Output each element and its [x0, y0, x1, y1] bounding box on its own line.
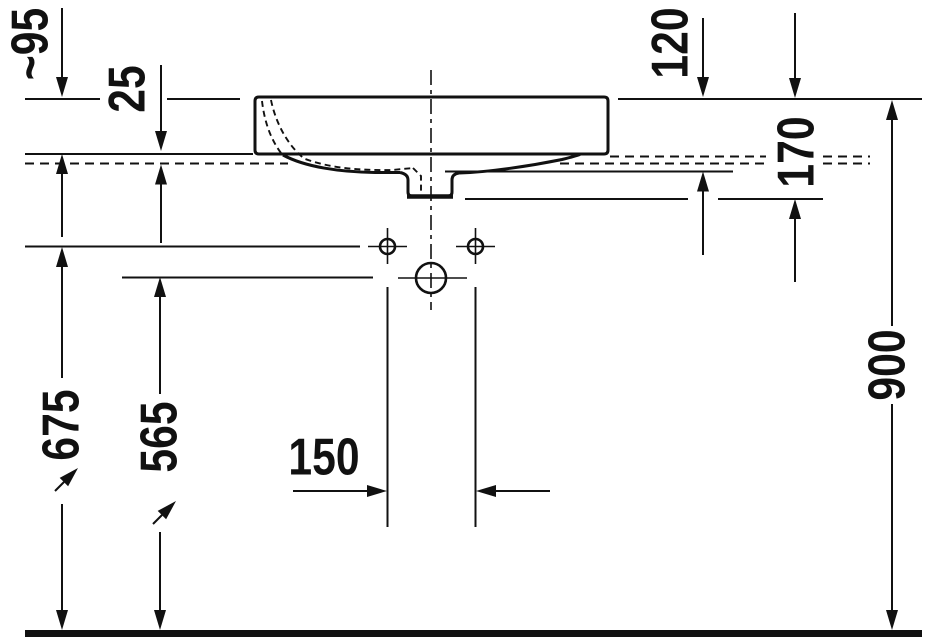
dim-label-95: ~95 — [2, 8, 60, 80]
dim-900-arrow-down — [886, 610, 898, 630]
dim-120-arrow-up — [697, 171, 709, 192]
dim-150-arrow-right — [367, 485, 387, 497]
reference-lines — [25, 70, 922, 310]
dim-label-120: 120 — [642, 7, 700, 78]
dim-675-arrow-up — [56, 247, 68, 267]
dim-565-diagonal-arrow — [157, 501, 176, 520]
dim-label-170: 170 — [768, 116, 826, 187]
dim-675-diagonal-line — [54, 481, 65, 492]
hidden-inner-bowl-curve — [270, 99, 414, 172]
dim-120-arrow-down — [697, 77, 709, 97]
dim-95-arrow-up — [56, 154, 68, 174]
fitting-holes — [368, 228, 495, 527]
hole-crosshairs — [368, 228, 495, 279]
hidden-edges — [261, 99, 422, 194]
dimension-lines — [54, 8, 898, 630]
hidden-inner-rim-curve-a — [261, 100, 282, 154]
dim-675-diagonal-arrow — [59, 468, 78, 487]
dim-565-arrow-down — [154, 610, 166, 630]
dim-170-arrow-down — [789, 78, 801, 98]
drain-boss-outline — [399, 171, 460, 198]
supply-hole-right-crosshair — [456, 228, 495, 264]
basin-bowl-curve-right — [458, 153, 581, 175]
dim-150-arrow-left — [476, 485, 496, 497]
dim-label-900: 900 — [859, 329, 917, 400]
dim-900-arrow-up — [886, 100, 898, 120]
dim-170-arrow-up — [789, 199, 801, 219]
dim-565-arrow-up — [154, 277, 166, 297]
dim-565-diagonal-line — [152, 514, 163, 525]
dim-675-arrow-down — [56, 610, 68, 630]
dim-25-arrow-down — [155, 131, 167, 151]
washbasin — [253, 95, 610, 199]
basin-rim-outline — [253, 95, 610, 156]
dim-label-565: 565 — [131, 401, 189, 472]
dim-label-25: 25 — [99, 65, 157, 112]
basin-bowl-curve-left — [282, 153, 400, 174]
hole-spacing-extension-lines — [386, 287, 477, 527]
dim-95-arrow-down — [56, 77, 68, 97]
hidden-drain-pipe-edge — [412, 167, 422, 194]
supply-hole-left-crosshair — [368, 228, 407, 264]
dim-25-arrow-up — [155, 164, 167, 185]
dim-label-675: 675 — [33, 389, 91, 460]
dim-label-150: 150 — [288, 429, 359, 487]
dimension-labels: ~95 25 120 170 675 565 900 150 — [2, 7, 917, 486]
